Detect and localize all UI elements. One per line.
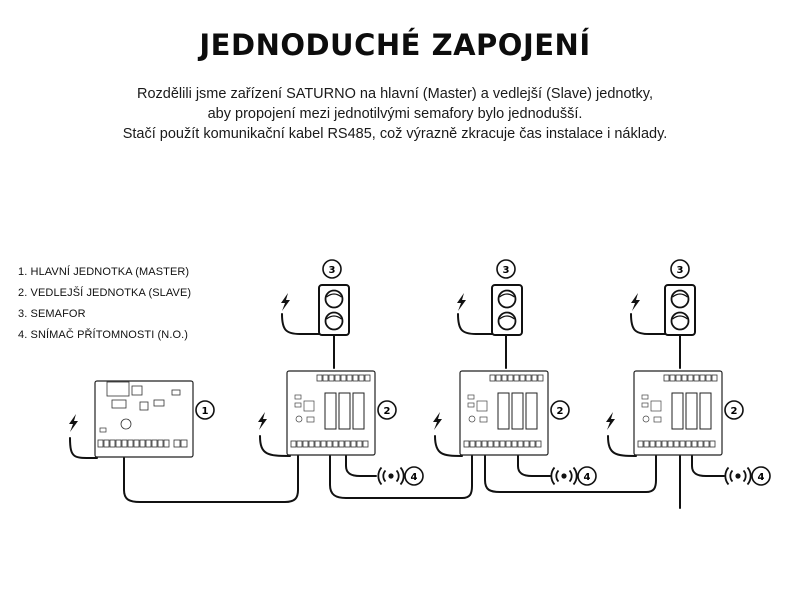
page-title: JEDNODUCHÉ ZAPOJENÍ xyxy=(199,28,591,62)
svg-text:2: 2 xyxy=(731,406,738,417)
marker-semaphore-3: 3 xyxy=(670,259,690,279)
slave-unit-2 xyxy=(459,370,549,456)
svg-text:2: 2 xyxy=(384,406,391,417)
marker-slave-2: 2 xyxy=(550,400,570,420)
legend-item-semaphore: 3. SEMAFOR xyxy=(18,308,86,320)
traffic-light-icon xyxy=(664,284,696,336)
lightning-bolt-icon xyxy=(433,412,442,430)
marker-sensor-3: 4 xyxy=(751,466,771,486)
legend-item-sensor: 4. SNÍMAČ PŘÍTOMNOSTI (N.O.) xyxy=(18,329,189,341)
description: Rozdělili jsme zařízení SATURNO na hlavn… xyxy=(0,84,790,144)
marker-slave-1: 2 xyxy=(377,400,397,420)
slave-unit-3 xyxy=(633,370,723,456)
lightning-bolt-icon xyxy=(606,412,615,430)
wireless-signal-icon xyxy=(724,466,752,486)
description-line-2: aby propojení mezi jednotilvými semafory… xyxy=(207,106,583,122)
lightning-bolt-icon xyxy=(258,412,267,430)
wireless-signal-icon xyxy=(550,466,578,486)
lightning-bolt-icon xyxy=(631,293,640,311)
marker-semaphore-2: 3 xyxy=(496,259,516,279)
traffic-light-icon xyxy=(318,284,350,336)
svg-text:4: 4 xyxy=(584,472,591,483)
lightning-bolt-icon xyxy=(457,293,466,311)
description-line-1: Rozdělili jsme zařízení SATURNO na hlavn… xyxy=(136,86,653,102)
slave-unit-1 xyxy=(286,370,376,456)
wireless-signal-icon xyxy=(377,466,405,486)
svg-text:4: 4 xyxy=(411,472,418,483)
marker-semaphore-1: 3 xyxy=(322,259,342,279)
wires xyxy=(69,313,725,509)
legend-item-slave: 2. VEDLEJŠÍ JEDNOTKA (SLAVE) xyxy=(18,287,192,299)
legend: 1. HLAVNÍ JEDNOTKA (MASTER) 2. VEDLEJŠÍ … xyxy=(18,262,191,346)
legend-item-master: 1. HLAVNÍ JEDNOTKA (MASTER) xyxy=(18,266,190,278)
traffic-light-icon xyxy=(491,284,523,336)
marker-slave-3: 2 xyxy=(724,400,744,420)
lightning-bolt-icon xyxy=(69,414,78,432)
marker-master: 1 xyxy=(195,400,215,420)
svg-text:2: 2 xyxy=(557,406,564,417)
svg-text:3: 3 xyxy=(677,265,684,276)
marker-sensor-2: 4 xyxy=(577,466,597,486)
svg-text:3: 3 xyxy=(329,265,336,276)
svg-text:1: 1 xyxy=(202,406,209,417)
description-line-3: Stačí použít komunikační kabel RS485, co… xyxy=(122,126,668,142)
marker-sensor-1: 4 xyxy=(404,466,424,486)
svg-text:3: 3 xyxy=(503,265,510,276)
lightning-bolt-icon xyxy=(281,293,290,311)
svg-text:4: 4 xyxy=(758,472,765,483)
master-unit xyxy=(94,380,194,458)
